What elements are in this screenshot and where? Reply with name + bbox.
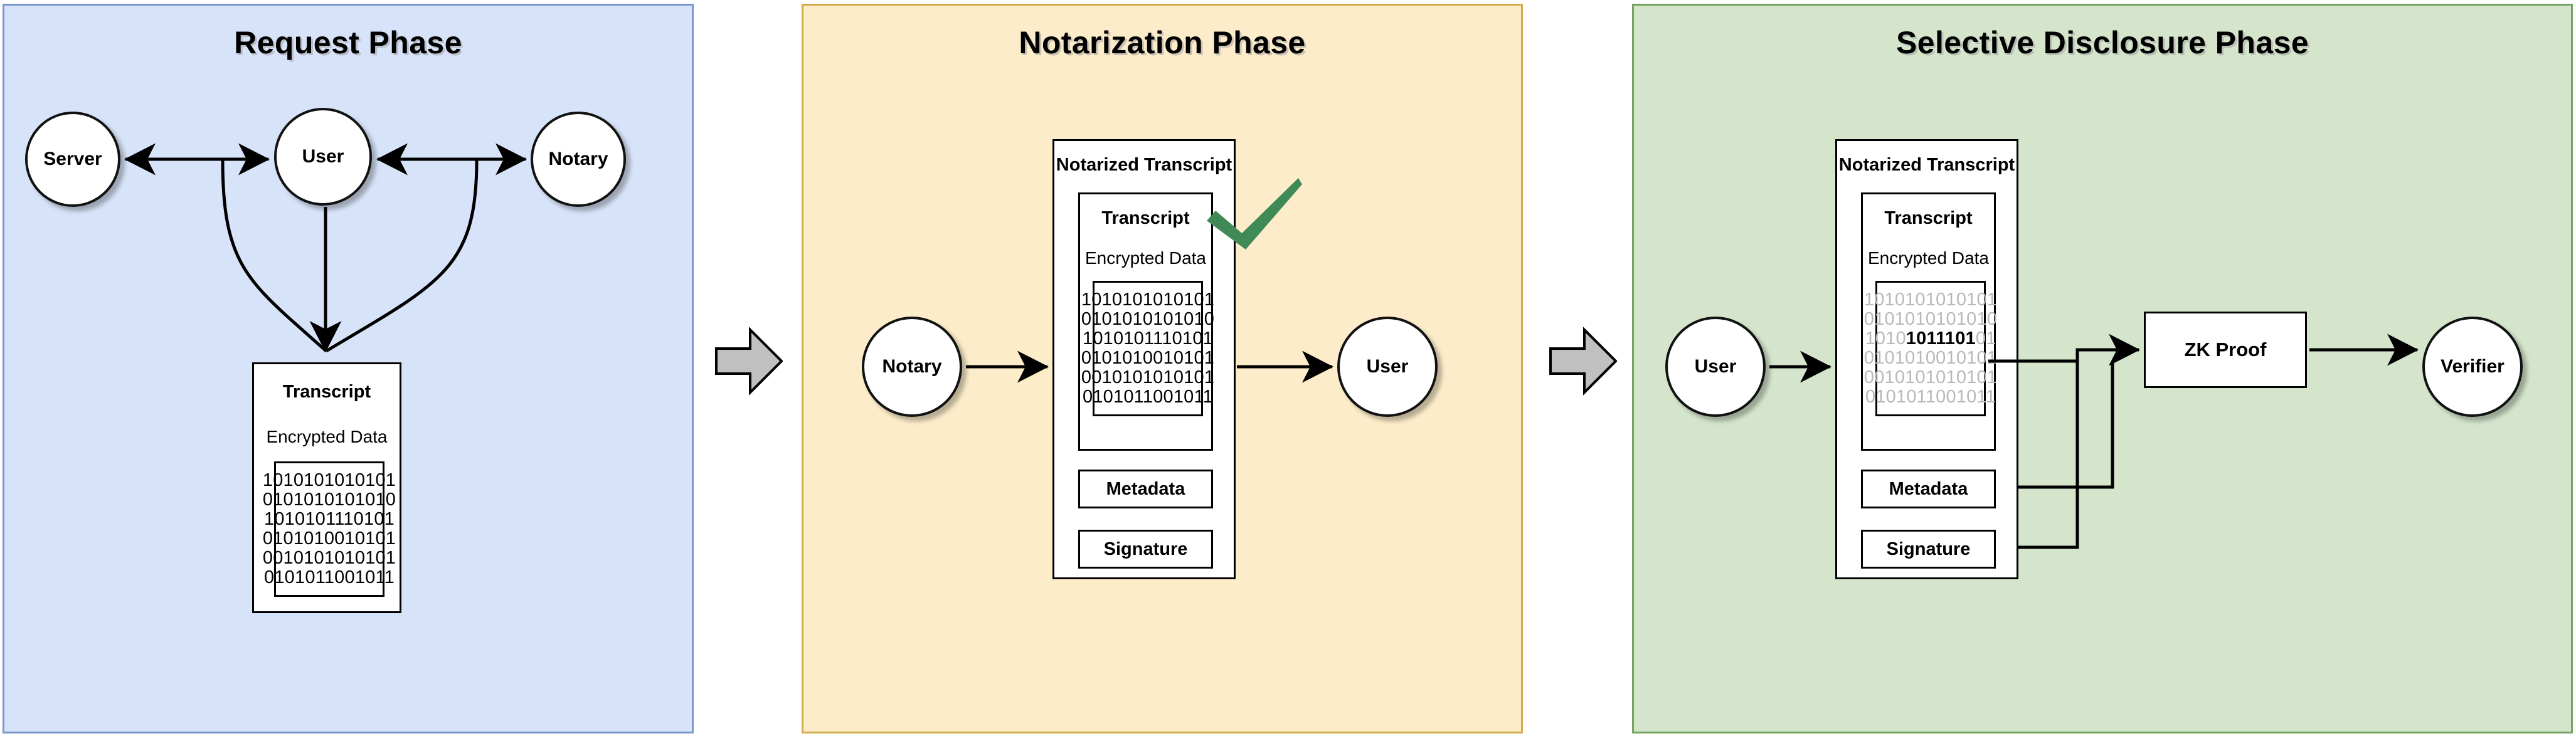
transcript-box-disclosure: Transcript Encrypted Data 1010101010101 …	[1861, 192, 1997, 451]
transcript-box-notarization: Transcript Encrypted Data 1010101010101 …	[1078, 192, 1214, 451]
transcript-title-disclosure: Transcript	[1884, 208, 1973, 228]
binary-row: 0101011001011	[1083, 387, 1213, 407]
node-user-disclosure[interactable]: User	[1665, 317, 1766, 417]
signature-box-notarization: Signature	[1078, 530, 1213, 569]
binary-row: 0101011001011	[264, 567, 395, 588]
transcript-title-request: Transcript	[282, 382, 371, 402]
check-icon	[1207, 178, 1302, 250]
binary-block-request: 1010101010101 0101010101010 101010111010…	[263, 461, 396, 597]
binary-row: 0101010010101	[262, 528, 396, 549]
node-user-notarization[interactable]: User	[1337, 317, 1438, 417]
node-user-request-label: User	[302, 146, 344, 167]
node-verifier[interactable]: Verifier	[2422, 317, 2523, 417]
binary-row: 0010101010101	[262, 548, 396, 569]
notarized-transcript-title-notarization: Notarized Transcript	[1056, 155, 1232, 175]
node-server-label: Server	[43, 149, 102, 169]
node-notary-notarization-label: Notary	[882, 356, 942, 377]
phase-transition-arrow-1	[715, 327, 783, 396]
transcript-subtitle-request: Encrypted Data	[266, 427, 388, 446]
node-notary-notarization[interactable]: Notary	[862, 317, 962, 417]
binary-row: 1010101110101	[1083, 328, 1213, 349]
binary-block-notarization: 1010101010101 0101010101010 101010111010…	[1081, 281, 1214, 416]
binary-row: 0010101010101	[1081, 367, 1215, 388]
signature-box-disclosure: Signature	[1861, 530, 1996, 569]
phase-transition-arrow-2	[1549, 327, 1617, 396]
notarized-transcript-title-disclosure: Notarized Transcript	[1838, 155, 2015, 175]
node-notary-request-label: Notary	[548, 149, 608, 169]
binary-row: 1010101010101	[262, 470, 396, 490]
node-verifier-label: Verifier	[2441, 356, 2504, 377]
metadata-box-disclosure: Metadata	[1861, 470, 1996, 508]
binary-row: 1010101110101	[264, 508, 395, 529]
metadata-label-notarization: Metadata	[1106, 478, 1185, 499]
binary-row-highlighted: 1010101110101	[1865, 328, 1996, 349]
panel-request-title: Request Phase	[234, 25, 462, 60]
signature-label-notarization: Signature	[1103, 539, 1188, 559]
binary-row: 0101010101010	[262, 489, 396, 510]
signature-label-disclosure: Signature	[1886, 539, 1971, 559]
node-server[interactable]: Server	[25, 112, 120, 207]
metadata-label-disclosure: Metadata	[1889, 478, 1968, 499]
node-user-disclosure-label: User	[1694, 356, 1737, 377]
zk-proof-box[interactable]: ZK Proof	[2144, 312, 2307, 388]
binary-block-disclosure: 1010101010101 0101010101010 101010111010…	[1864, 281, 1997, 416]
binary-row: 0101010010101	[1863, 348, 1998, 368]
notarized-transcript-box-notarization: Notarized Transcript Transcript Encrypte…	[1052, 139, 1236, 579]
transcript-subtitle-disclosure: Encrypted Data	[1868, 248, 1989, 268]
panel-disclosure-title: Selective Disclosure Phase	[1896, 25, 2309, 60]
node-user-notarization-label: User	[1366, 356, 1409, 377]
binary-row: 0010101010101	[1863, 367, 1998, 388]
binary-row: 1010101010101	[1863, 289, 1998, 310]
binary-row: 0101010010101	[1081, 348, 1215, 368]
node-notary-request[interactable]: Notary	[531, 112, 626, 207]
binary-row: 0101010101010	[1863, 308, 1998, 329]
binary-row: 0101011001011	[1865, 387, 1996, 407]
binary-row: 0101010101010	[1081, 308, 1215, 329]
transcript-title-notarization: Transcript	[1101, 208, 1190, 228]
transcript-box-request: Transcript Encrypted Data 1010101010101 …	[252, 362, 401, 613]
panel-notarization-title: Notarization Phase	[1019, 25, 1306, 60]
metadata-box-notarization: Metadata	[1078, 470, 1213, 508]
notarized-transcript-box-disclosure: Notarized Transcript Transcript Encrypte…	[1835, 139, 2018, 579]
node-user-request[interactable]: User	[274, 108, 372, 206]
binary-row: 1010101010101	[1081, 289, 1215, 310]
zk-proof-label: ZK Proof	[2184, 339, 2267, 360]
transcript-subtitle-notarization: Encrypted Data	[1085, 248, 1206, 268]
